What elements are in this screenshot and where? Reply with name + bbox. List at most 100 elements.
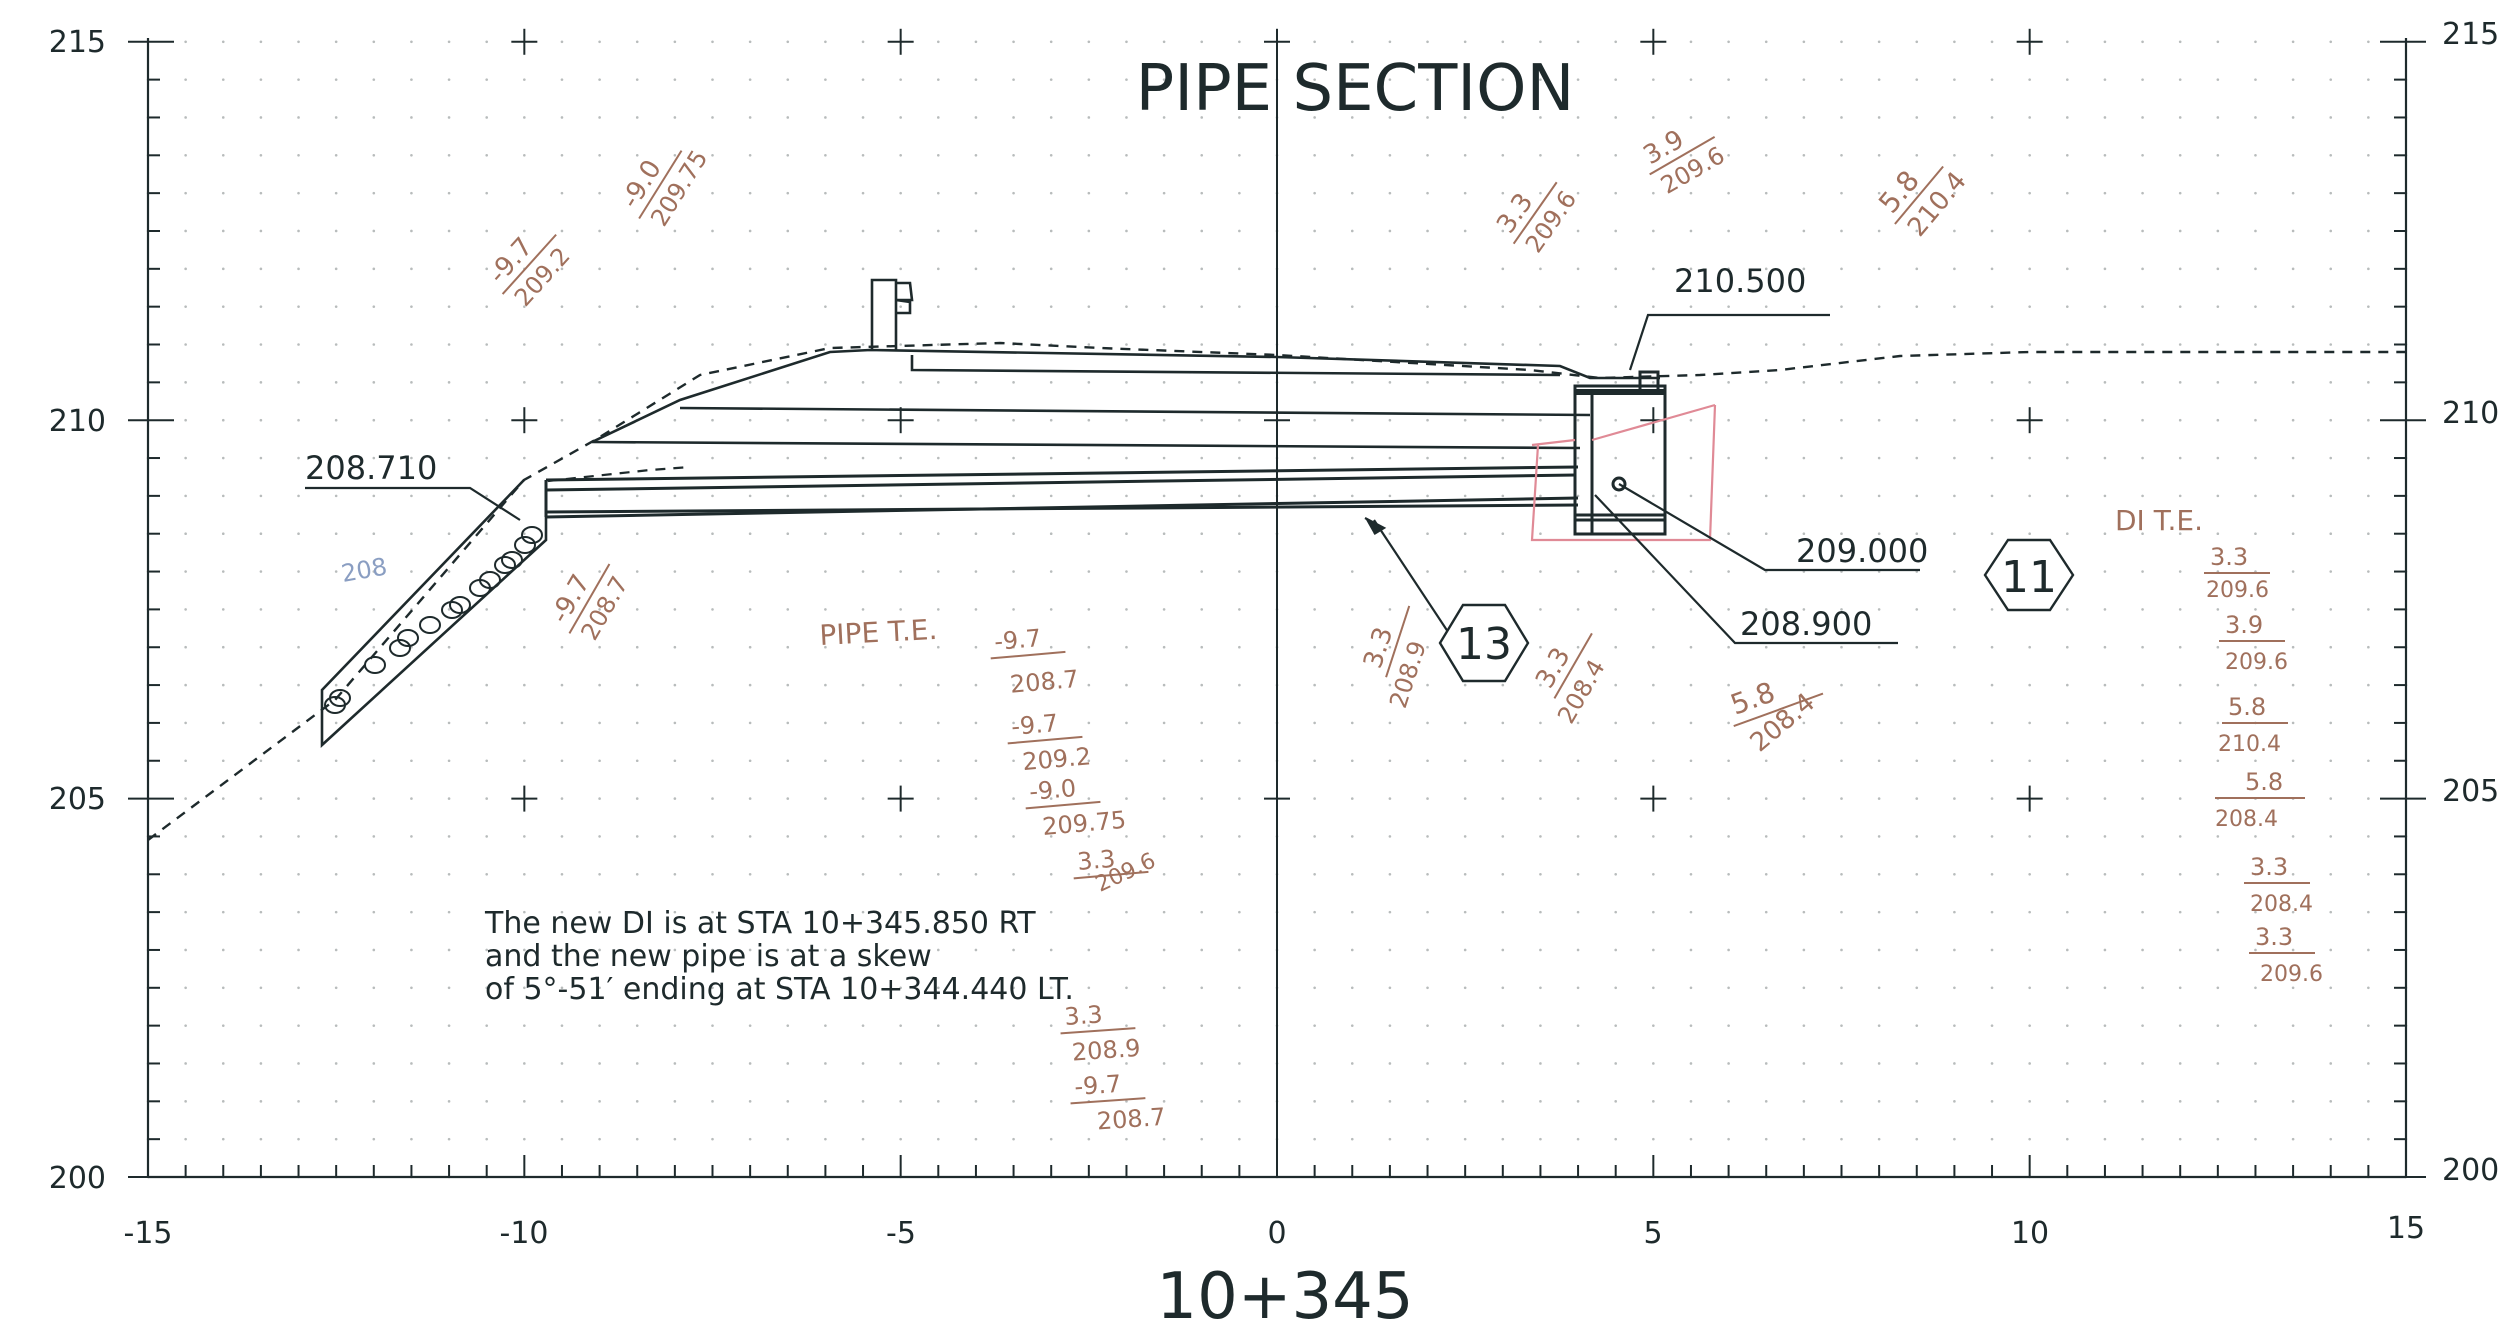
grid-dot — [447, 418, 451, 422]
grid-dot — [334, 494, 338, 498]
grid-dot — [221, 1100, 225, 1103]
grid-dot — [485, 343, 489, 346]
grid-dot — [937, 418, 940, 422]
grid-dot — [2141, 343, 2144, 346]
grid-dot — [2103, 608, 2107, 611]
grid-dot — [447, 456, 451, 460]
riprap-stone — [449, 596, 471, 614]
grid-dot — [1764, 910, 1768, 914]
grid-dot — [1840, 1137, 1843, 1141]
grid-dot — [1915, 154, 1919, 157]
grid-dot — [598, 1062, 601, 1065]
grid-dot — [372, 645, 376, 649]
grid-dot — [1087, 456, 1091, 460]
grid-dot — [1764, 683, 1768, 687]
grid-dot — [2028, 872, 2031, 876]
grid-dot — [1539, 494, 1542, 498]
grid-dot — [1990, 40, 1994, 44]
grid-dot — [1614, 154, 1617, 157]
grid-dot — [748, 608, 752, 611]
grid-dot — [861, 872, 865, 876]
grid-dot — [1877, 608, 1881, 611]
grid-dot — [1388, 1100, 1392, 1103]
grid-dot — [1953, 759, 1956, 763]
grid-dot — [1802, 986, 1806, 990]
grid-dot — [711, 797, 714, 800]
grid-dot — [1049, 1100, 1053, 1103]
grid-dot — [334, 645, 338, 649]
grid-dot — [2066, 381, 2069, 384]
grid-dot — [1049, 494, 1053, 498]
grid-dot — [748, 835, 752, 838]
grid-dot — [1576, 418, 1580, 422]
grid-dot — [1915, 191, 1919, 195]
grid-dot — [673, 343, 677, 346]
grid-dot — [1990, 267, 1994, 271]
grid-dot — [937, 343, 940, 346]
grid-dot — [1200, 1137, 1204, 1141]
grid-dot — [184, 40, 187, 44]
grid-dot — [899, 683, 902, 687]
grid-dot — [1238, 986, 1241, 990]
grid-dot — [673, 116, 677, 119]
grid-dot — [937, 835, 940, 838]
grid-dot — [899, 608, 902, 611]
grid-dot — [372, 910, 376, 914]
grid-dot — [1764, 797, 1768, 800]
grid-dot — [523, 305, 526, 308]
grid-dot — [259, 1137, 263, 1141]
grid-dot — [523, 494, 526, 498]
grid-dot — [635, 305, 639, 308]
grid-dot — [1162, 532, 1166, 536]
grid-dot — [1238, 948, 1241, 952]
grid-dot — [1539, 418, 1542, 422]
grid-dot — [1162, 759, 1166, 763]
grid-dot — [1200, 267, 1204, 271]
grid-dot — [861, 494, 865, 498]
grid-dot — [2216, 267, 2220, 271]
grid-dot — [2254, 154, 2257, 157]
grid-dot — [1426, 910, 1429, 914]
grid-dot — [1501, 191, 1505, 195]
grid-dot — [1539, 683, 1542, 687]
grid-dot — [410, 948, 413, 952]
grid-dot — [221, 381, 225, 384]
grid-dot — [1200, 78, 1204, 81]
grid-dot — [2216, 1137, 2220, 1141]
grid-dot — [1689, 191, 1693, 195]
grid-dot — [2291, 494, 2295, 498]
grid-dot — [974, 267, 978, 271]
grid-dot — [2291, 1137, 2295, 1141]
grid-dot — [1614, 381, 1617, 384]
grid-dot — [1426, 1100, 1429, 1103]
grid-dot — [2103, 872, 2107, 876]
grid-dot — [1162, 116, 1166, 119]
grid-dot — [1388, 40, 1392, 44]
grid-dot — [1689, 154, 1693, 157]
grid-dot — [485, 78, 489, 81]
grid-dot — [2216, 154, 2220, 157]
grid-dot — [1463, 1062, 1467, 1065]
grid-dot — [598, 267, 601, 271]
grid-dot — [1727, 305, 1730, 308]
grid-dot — [786, 116, 790, 119]
grid-dot — [221, 1024, 225, 1027]
grid-dot — [1049, 797, 1053, 800]
grid-dot — [1877, 1100, 1881, 1103]
grid-dot — [297, 910, 300, 914]
grid-dot — [184, 683, 187, 687]
grid-dot — [937, 1062, 940, 1065]
grid-dot — [1689, 78, 1693, 81]
grid-dot — [410, 343, 413, 346]
grid-dot — [2216, 608, 2220, 611]
grid-dot — [861, 381, 865, 384]
grid-dot — [2216, 40, 2220, 44]
grid-dot — [1087, 78, 1091, 81]
grid-dot — [2216, 759, 2220, 763]
grid-dot — [1162, 381, 1166, 384]
grid-dot — [974, 797, 978, 800]
grid-dot — [560, 418, 564, 422]
grid-dot — [1350, 683, 1354, 687]
grid-dot — [824, 570, 827, 573]
grid-dot — [899, 948, 902, 952]
